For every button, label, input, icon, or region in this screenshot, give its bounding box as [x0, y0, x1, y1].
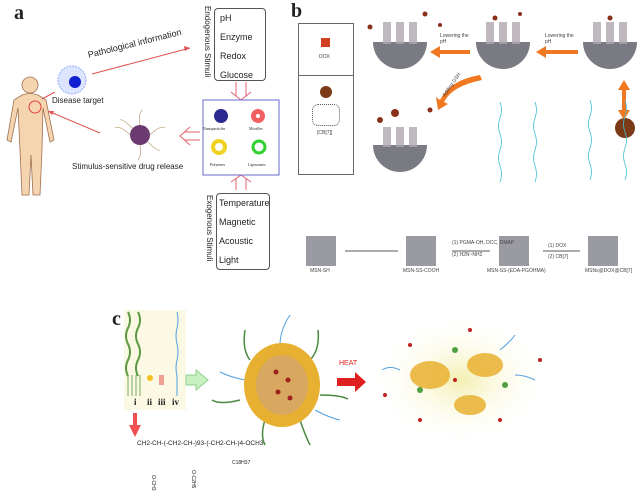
drug-ball-icon — [320, 86, 332, 98]
stimulus-acoustic: Acoustic — [219, 236, 254, 246]
legend-dox: DOX — [319, 54, 330, 60]
formula-side-3: C18H37 — [232, 460, 251, 466]
drug-particle-icon — [114, 109, 166, 161]
polymer-icon — [211, 139, 227, 155]
green-arrow — [185, 368, 209, 392]
component-iii — [159, 375, 164, 385]
label-msn-sh: MSN-SH — [310, 268, 330, 274]
label-msn-ss-cooh: MSN-SS-COOH — [403, 268, 440, 274]
arrow-label-lowering-ph-2: Lowering the pH — [545, 33, 574, 45]
double-arrow-down — [179, 82, 252, 190]
legend-box: DOX [CB[7]] — [298, 23, 354, 175]
liposome-icon — [251, 139, 267, 155]
endogenous-box: pH Enzyme Redox Glucose — [214, 8, 266, 81]
disease-cell-icon — [57, 65, 87, 95]
stimulus-enzyme: Enzyme — [220, 32, 253, 42]
msn-hemisphere — [373, 42, 637, 172]
drug-release-label: Stimulus-sensitive drug release — [72, 162, 184, 171]
heat-arrow — [337, 372, 366, 392]
label-msns-dox-cb7: MSNs@DOX@CB[7] — [585, 268, 633, 274]
arrow-label-lowering-ph-1: Lowering the pH — [440, 33, 469, 45]
formula-side-1: O-CH3 — [150, 475, 156, 491]
formula-side-2: O-C2H5 — [190, 470, 196, 489]
endogenous-title: Endogenous Stimuli — [203, 6, 212, 78]
reagents-step-3: (1) DOX(2) CB[7] — [548, 243, 569, 260]
carrier-polymers: Polymers — [210, 162, 226, 167]
stimulus-light: Light — [219, 255, 239, 265]
component-iv — [175, 311, 179, 396]
drug-ball-icon — [615, 118, 635, 138]
stimulus-ph: pH — [220, 13, 232, 23]
label-msn-ss-eda: MSN-SS-(EDA-PGOHMA) — [487, 268, 546, 274]
panel-b-label: b — [291, 0, 303, 22]
component-label-iv: iv — [172, 397, 180, 407]
msn-block — [306, 236, 618, 266]
cb7-icon — [312, 104, 340, 126]
nanoparticle-icon — [214, 109, 228, 123]
polymer-formula: CH2-CH-(-CH2-CH-)93-(-CH2-CH-)4-OCH3 — [137, 440, 264, 447]
stimulus-temperature: Temperature — [219, 198, 270, 208]
target-circle — [28, 100, 42, 114]
panel-a-label: a — [14, 2, 24, 24]
component-ii — [147, 375, 153, 381]
red-arrow-down — [129, 413, 141, 437]
component-label-ii: ii — [147, 397, 153, 407]
exogenous-title: Exogenous Stimuli — [205, 195, 214, 262]
stimulus-magnetic: Magnetic — [219, 217, 256, 227]
micelle-icon — [211, 314, 349, 446]
dispersed-aggregates — [381, 328, 542, 422]
component-label-i: i — [134, 397, 137, 407]
carrier-liposomes: Liposomes — [248, 162, 266, 167]
stimulus-glucose: Glucose — [220, 70, 254, 80]
heat-label: HEAT — [339, 360, 358, 367]
panel-c-label: c — [112, 308, 121, 330]
carrier-micelles: Micelles — [249, 126, 263, 131]
component-i — [125, 311, 141, 396]
carrier-nanoparticles: Nanoparticles — [203, 126, 226, 131]
exogenous-box: Temperature Magnetic Acoustic Light — [216, 193, 270, 270]
reagents-step-2: (1) PGMA-OH, DCC, DMAP(2) H2N~NH2 — [452, 240, 515, 258]
human-body-icon — [6, 76, 55, 196]
orange-arrow — [430, 46, 630, 120]
stimulus-redox: Redox — [220, 51, 247, 61]
disease-target-label: Disease target — [52, 96, 104, 105]
component-label-iii: iii — [158, 397, 166, 407]
legend-cb7: [CB[7]] — [317, 130, 333, 136]
dox-cube-icon — [321, 38, 330, 47]
